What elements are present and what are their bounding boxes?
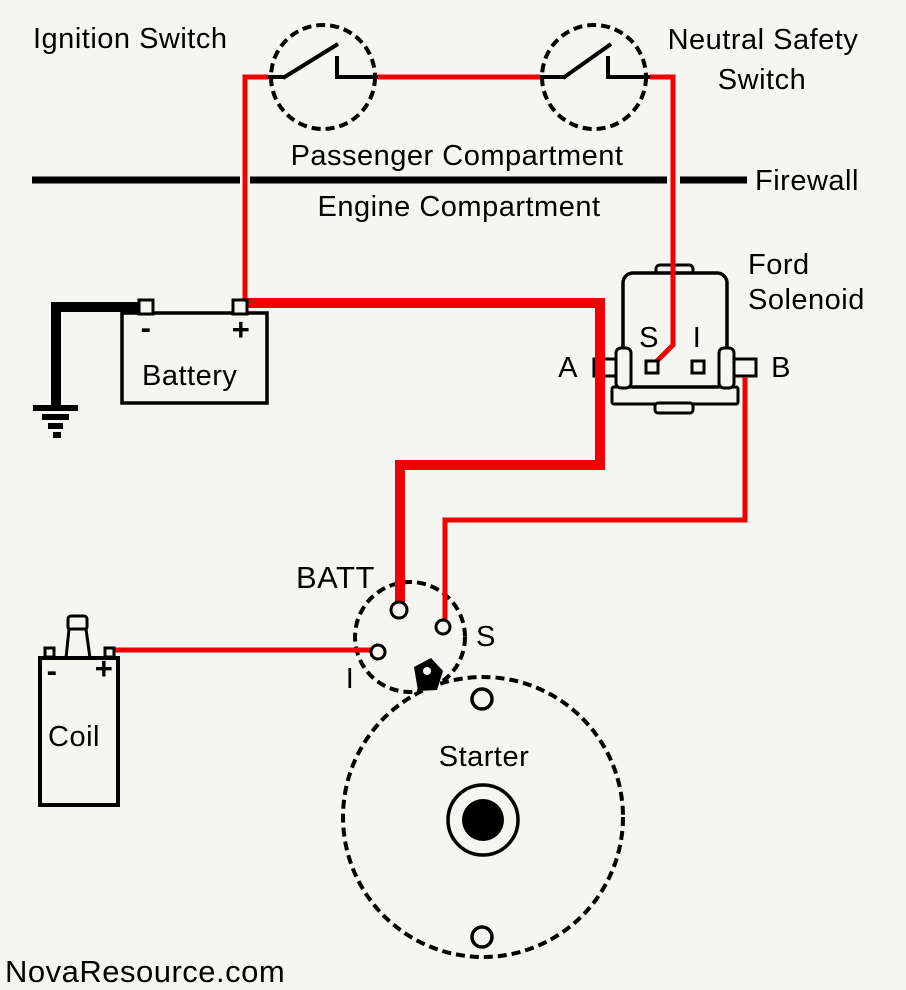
solenoid-right-pillar bbox=[717, 346, 736, 390]
starter-drive-hole-icon bbox=[423, 667, 431, 675]
watermark-text: NovaResource.com bbox=[5, 954, 285, 989]
battery-box bbox=[120, 311, 269, 405]
ford-solenoid-label-line1: Ford bbox=[748, 249, 810, 281]
solenoid-s-terminal bbox=[644, 359, 660, 375]
wire-neutral-safety-to-s-terminal bbox=[650, 74, 676, 366]
coil-assembly bbox=[38, 614, 120, 807]
neutral-safety-switch-right-contact bbox=[606, 56, 650, 79]
coil-tower bbox=[64, 627, 92, 660]
passenger-compartment-label: Passenger Compartment bbox=[291, 140, 624, 172]
battery-negative-terminal bbox=[137, 298, 155, 316]
battery-positive-terminal bbox=[231, 298, 249, 316]
ignition-switch-right-contact bbox=[335, 56, 380, 79]
ignition-switch-symbol bbox=[261, 23, 380, 131]
starter-top-bolt-hole-icon bbox=[470, 687, 494, 711]
solenoid-i-terminal bbox=[690, 359, 706, 375]
starter-motor bbox=[341, 658, 625, 959]
solenoid-s-label: S bbox=[639, 322, 659, 354]
ignition-switch-blade-icon bbox=[281, 42, 340, 80]
starter-bottom-bolt-hole-icon bbox=[470, 925, 494, 949]
ignition-switch-label: Ignition Switch bbox=[33, 23, 228, 55]
starter-batt-label: BATT bbox=[296, 560, 375, 595]
starter-cap-s-label: S bbox=[476, 621, 496, 653]
neutral-safety-label-line1: Neutral Safety bbox=[668, 24, 859, 56]
coil-box bbox=[38, 656, 120, 807]
starter-batt-terminal bbox=[389, 600, 409, 620]
coil-positive-terminal bbox=[103, 646, 116, 659]
starter-shaft-icon bbox=[462, 799, 504, 841]
starter-solenoid-cap-circle bbox=[353, 580, 467, 694]
battery-assembly bbox=[33, 302, 269, 438]
firewall-label: Firewall bbox=[755, 165, 859, 197]
solenoid-i-label: I bbox=[693, 322, 702, 354]
coil-negative-terminal bbox=[43, 646, 56, 659]
solenoid-left-pillar bbox=[614, 346, 633, 390]
starter-s-terminal bbox=[434, 618, 452, 636]
battery-plus-sign: + bbox=[232, 312, 251, 347]
neutral-safety-label-line2: Switch bbox=[718, 64, 806, 96]
starter-i-terminal bbox=[369, 643, 387, 661]
solenoid-a-label: A bbox=[558, 352, 578, 384]
coil-label: Coil bbox=[48, 721, 100, 753]
solenoid-base bbox=[610, 385, 740, 406]
solenoid-b-label: B bbox=[771, 352, 791, 384]
battery-minus-sign: - bbox=[141, 310, 152, 345]
battery-label: Battery bbox=[142, 360, 237, 392]
ford-solenoid-label-line2: Solenoid bbox=[748, 284, 865, 316]
coil-plus-sign: + bbox=[95, 651, 114, 686]
hot-wires bbox=[114, 74, 748, 653]
neutral-safety-switch-blade-icon bbox=[561, 42, 613, 80]
starter-label: Starter bbox=[439, 741, 530, 773]
ground-cable bbox=[51, 302, 146, 405]
wire-ignition-feed bbox=[242, 74, 268, 301]
terminal-overlays bbox=[43, 298, 706, 661]
starter-cap-i-label: I bbox=[346, 663, 355, 695]
coil-minus-sign: - bbox=[47, 653, 58, 688]
engine-compartment-label: Engine Compartment bbox=[317, 191, 600, 223]
battery-cable-thick bbox=[247, 298, 605, 603]
wire-b-terminal-to-starter-s bbox=[442, 377, 748, 621]
solenoid-bottom-tab bbox=[653, 401, 695, 415]
